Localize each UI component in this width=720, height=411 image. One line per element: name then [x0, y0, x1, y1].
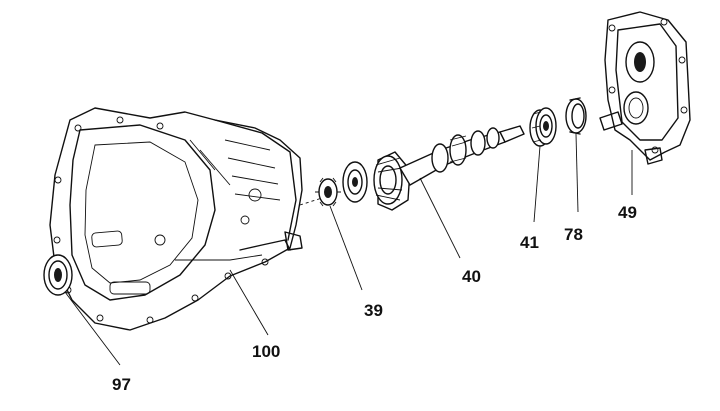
bellhousing-part	[49, 107, 303, 331]
callout-100: 100	[252, 342, 280, 361]
leader-lines	[64, 133, 633, 366]
callout-40: 40	[462, 267, 481, 286]
bearing-part	[529, 107, 557, 147]
ring-part	[565, 97, 587, 135]
callout-49: 49	[618, 203, 637, 222]
callout-97: 97	[112, 375, 131, 394]
callout-39: 39	[364, 301, 383, 320]
small-gear-part	[315, 177, 341, 207]
main-shaft-part	[342, 125, 525, 211]
callout-41: 41	[520, 233, 539, 252]
seal-part	[43, 254, 73, 296]
rear-cover-part	[599, 11, 691, 165]
callout-78: 78	[564, 225, 583, 244]
